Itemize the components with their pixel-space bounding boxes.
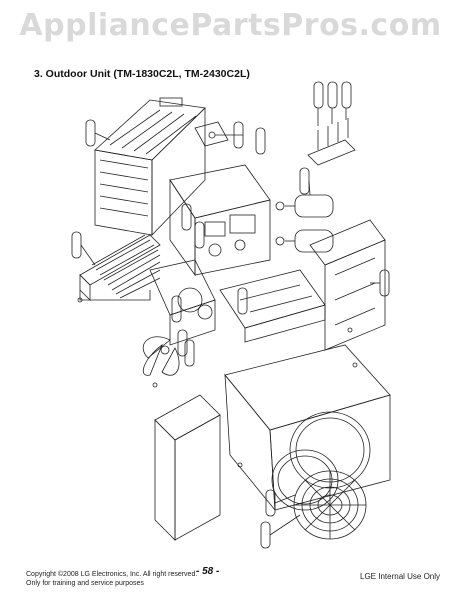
- front-cabinet: [224, 344, 391, 512]
- part-callouts: [71, 81, 390, 549]
- section-title: 3. Outdoor Unit (TM-1830C2L, TM-2430C2L): [34, 68, 250, 80]
- copyright-line-2: Only for training and service purposes: [26, 580, 144, 587]
- fan-motor-mount: [149, 259, 216, 346]
- terminal-block: [307, 118, 356, 166]
- top-cover-grille: [94, 97, 206, 236]
- compressor: [275, 194, 334, 253]
- control-box: [169, 164, 271, 277]
- internal-use-label: LGE Internal Use Only: [360, 572, 441, 581]
- bracket-part: [194, 121, 229, 147]
- base-pan: [219, 269, 326, 343]
- page-number: - 58 -: [196, 566, 220, 577]
- fan-guard-grille: [293, 470, 367, 540]
- propeller-fan: [142, 336, 180, 376]
- condenser-coil: [79, 234, 161, 301]
- side-panel-right: [309, 219, 386, 351]
- watermark-logo: AppliancePartsPros.com: [19, 8, 442, 43]
- side-panel-left: [154, 394, 221, 541]
- copyright-notice: Copyright ©2008 LG Electronics, Inc. All…: [26, 570, 197, 588]
- screws: [77, 297, 358, 468]
- copyright-line-1: Copyright ©2008 LG Electronics, Inc. All…: [26, 571, 198, 578]
- exploded-parts-diagram: [71, 81, 391, 549]
